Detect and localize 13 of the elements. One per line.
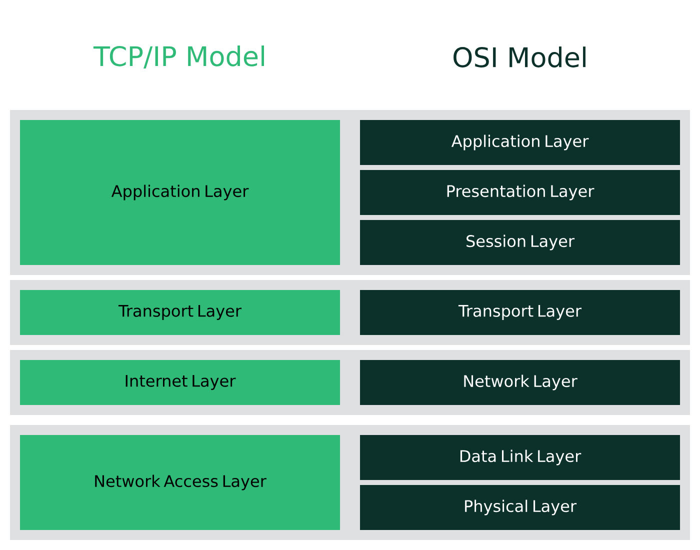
- layer-box: Data Link Layer: [360, 435, 680, 480]
- layer-box: Presentation Layer: [360, 170, 680, 215]
- column-heading: TCP/IP Model: [93, 46, 264, 69]
- layer-box: Network Layer: [360, 360, 680, 405]
- layer-box: Network Access Layer: [20, 435, 340, 530]
- layer-box: Application Layer: [360, 120, 680, 165]
- layer-box: Transport Layer: [360, 290, 680, 335]
- layer-box: Session Layer: [360, 220, 680, 265]
- layer-box: Physical Layer: [360, 485, 680, 530]
- column-heading: OSI Model: [454, 46, 586, 68]
- layer-box: Application Layer: [20, 120, 340, 265]
- layer-box: Internet Layer: [20, 360, 340, 405]
- layer-box: Transport Layer: [20, 290, 340, 335]
